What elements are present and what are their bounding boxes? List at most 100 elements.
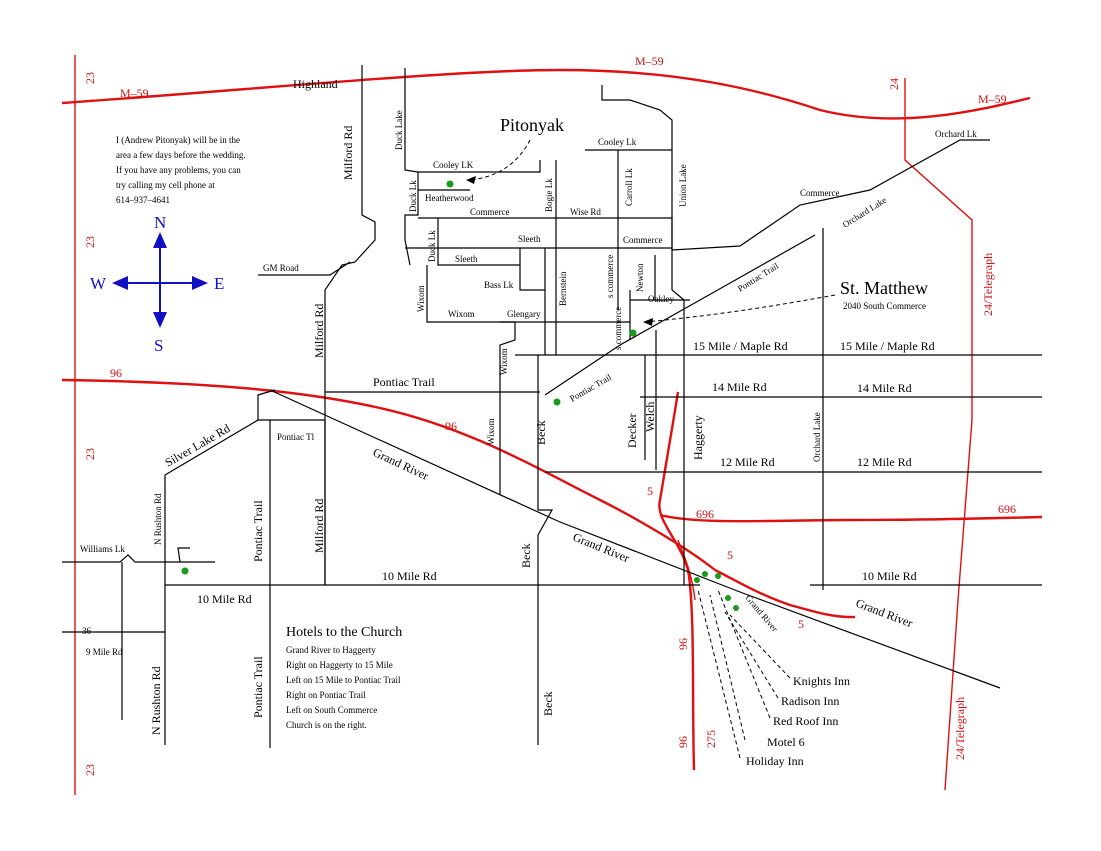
telegraph-label: 24/Telegraph <box>953 697 967 760</box>
label-wise-rd: Wise Rd <box>570 207 601 217</box>
note-line: area a few days before the wedding. <box>116 150 246 160</box>
pitonyak-marker <box>446 180 454 188</box>
pitonyak-pointer <box>467 139 531 181</box>
label-glengary: Glengary <box>507 309 541 319</box>
label-pontiac-trail: Pontiac Trail <box>736 260 781 293</box>
label-heatherwood: Heatherwood <box>425 193 474 203</box>
hotel-directions: Hotels to the Church Grand River to Hagg… <box>286 625 402 730</box>
label-beck: Beck <box>541 691 555 716</box>
label-cooley-lk: Cooley Lk <box>598 137 637 147</box>
label-14-mile: 14 Mile Rd <box>712 380 767 394</box>
label-12-mile: 12 Mile Rd <box>857 455 912 469</box>
label-grand-river: Grand River <box>854 596 915 630</box>
note-line: 614–937–4641 <box>116 195 170 205</box>
label-cooley-lk: Cooley LK <box>433 160 474 170</box>
label-milford-rd: Milford Rd <box>341 126 355 180</box>
hotel-marker <box>733 605 739 611</box>
label-wixom: Wixom <box>486 418 496 445</box>
label-beck: Beck <box>534 420 548 445</box>
hotel-marker <box>702 571 708 577</box>
label-9-mile: 9 Mile Rd <box>86 647 123 657</box>
label-exit-36: 36 <box>82 626 92 636</box>
label-milford-rd: Milford Rd <box>312 499 326 553</box>
marker-pontiac-trail <box>553 398 561 406</box>
label-duck-lk: Duck Lk <box>427 230 437 262</box>
label-pontiac-tl: Pontiac Tl <box>277 432 315 442</box>
directions-line: Left on 15 Mile to Pontiac Trail <box>286 675 401 685</box>
highways <box>61 55 1043 795</box>
compass-n: N <box>154 213 166 232</box>
label-12-mile: 12 Mile Rd <box>720 455 775 469</box>
milford-road-north <box>324 65 376 585</box>
note-line: try calling my cell phone at <box>116 180 215 190</box>
label-10-mile: 10 Mile Rd <box>197 592 252 606</box>
highway-labels: M–59 M–59 M–59 96 96 96 96 696 696 275 5… <box>83 54 1016 776</box>
label-duck-lk: Duck Lk <box>408 180 418 212</box>
label-commerce: Commerce <box>623 235 663 245</box>
label-orchard-lake: Orchard Lake <box>812 412 822 462</box>
hotel-red-roof-inn: Red Roof Inn <box>773 714 838 728</box>
marker-williams-lk <box>181 567 189 575</box>
directions-line: Right on Haggerty to 15 Mile <box>286 660 393 670</box>
williams-lake-road <box>62 547 190 563</box>
i275-label: 275 <box>704 730 718 748</box>
pointers <box>466 139 836 759</box>
pitonyak-label: Pitonyak <box>500 115 564 135</box>
label-silver-lake-rd: Silver Lake Rd <box>163 421 233 469</box>
st-matthew-label: St. Matthew <box>840 278 928 298</box>
label-bass-lk: Bass Lk <box>484 280 514 290</box>
label-duck-lake: Duck Lake <box>394 110 404 150</box>
hotel-labels: Knights Inn Radison Inn Red Roof Inn Mot… <box>746 674 850 768</box>
hotel-knights-inn: Knights Inn <box>793 674 850 688</box>
red-roof-inn-pointer <box>717 589 771 719</box>
roads <box>62 65 1042 748</box>
i96-label: 96 <box>676 736 690 748</box>
contact-note: I (Andrew Pitonyak) will be in the area … <box>116 135 246 205</box>
label-oakley: Oakley <box>648 294 674 304</box>
road-labels: Highland Milford Rd Milford Rd Milford R… <box>80 77 977 735</box>
label-bogie-lk: Bogie Lk <box>544 178 554 212</box>
hotel-marker <box>694 577 700 583</box>
label-newton: Newton <box>635 263 645 292</box>
wixom-road <box>426 265 516 495</box>
label-14-mile: 14 Mile Rd <box>857 381 912 395</box>
beck-road <box>537 355 554 745</box>
i96-highway-south <box>658 391 696 771</box>
label-wixom: Wixom <box>499 348 509 375</box>
label-beck: Beck <box>519 543 533 568</box>
directions-line: Right on Pontiac Trail <box>286 690 366 700</box>
m59-label: M–59 <box>635 54 664 68</box>
label-highland: Highland <box>293 77 338 91</box>
label-15-mile: 15 Mile / Maple Rd <box>693 339 788 353</box>
label-sleeth: Sleeth <box>455 254 478 264</box>
label-sleeth: Sleeth <box>518 234 541 244</box>
i275-highway <box>677 539 696 601</box>
label-gm-road: GM Road <box>263 263 299 273</box>
hotel-motel-6: Motel 6 <box>767 735 805 749</box>
knights-inn-pointer <box>729 614 791 679</box>
label-n-rushton-rd: N Rushton Rd <box>149 666 163 735</box>
label-wixom: Wixom <box>416 285 426 312</box>
i5-highway <box>714 568 856 619</box>
i96-label: 96 <box>110 366 122 380</box>
i96-label: 96 <box>445 419 457 433</box>
church-marker <box>629 329 637 337</box>
label-orchard-lk: Orchard Lk <box>935 129 977 139</box>
label-milford-rd: Milford Rd <box>312 304 326 358</box>
i96-label: 96 <box>676 638 690 650</box>
label-grand-river: Grand River <box>371 445 431 483</box>
note-line: I (Andrew Pitonyak) will be in the <box>116 135 240 145</box>
i5-label: 5 <box>647 484 653 498</box>
us23-label: 23 <box>83 72 97 84</box>
i696-label: 696 <box>696 507 714 521</box>
commerce-road <box>418 139 990 251</box>
duck-lake-road <box>404 68 419 266</box>
m24-telegraph-highway <box>904 78 973 791</box>
i96-highway <box>61 378 716 571</box>
i696-label: 696 <box>998 502 1016 516</box>
label-grand-river: Grand River <box>571 530 632 565</box>
sleeth-road-2 <box>437 218 520 266</box>
gm-road <box>258 261 351 276</box>
compass-rose: N S W E <box>90 213 224 355</box>
